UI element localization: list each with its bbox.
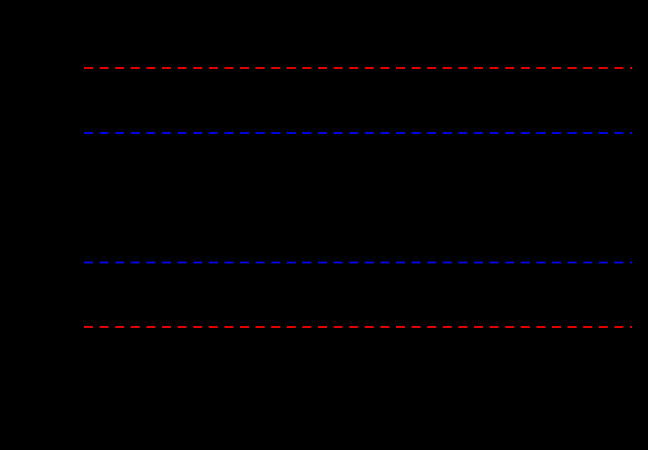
plot-area	[84, 67, 632, 328]
chart-figure	[84, 67, 632, 328]
